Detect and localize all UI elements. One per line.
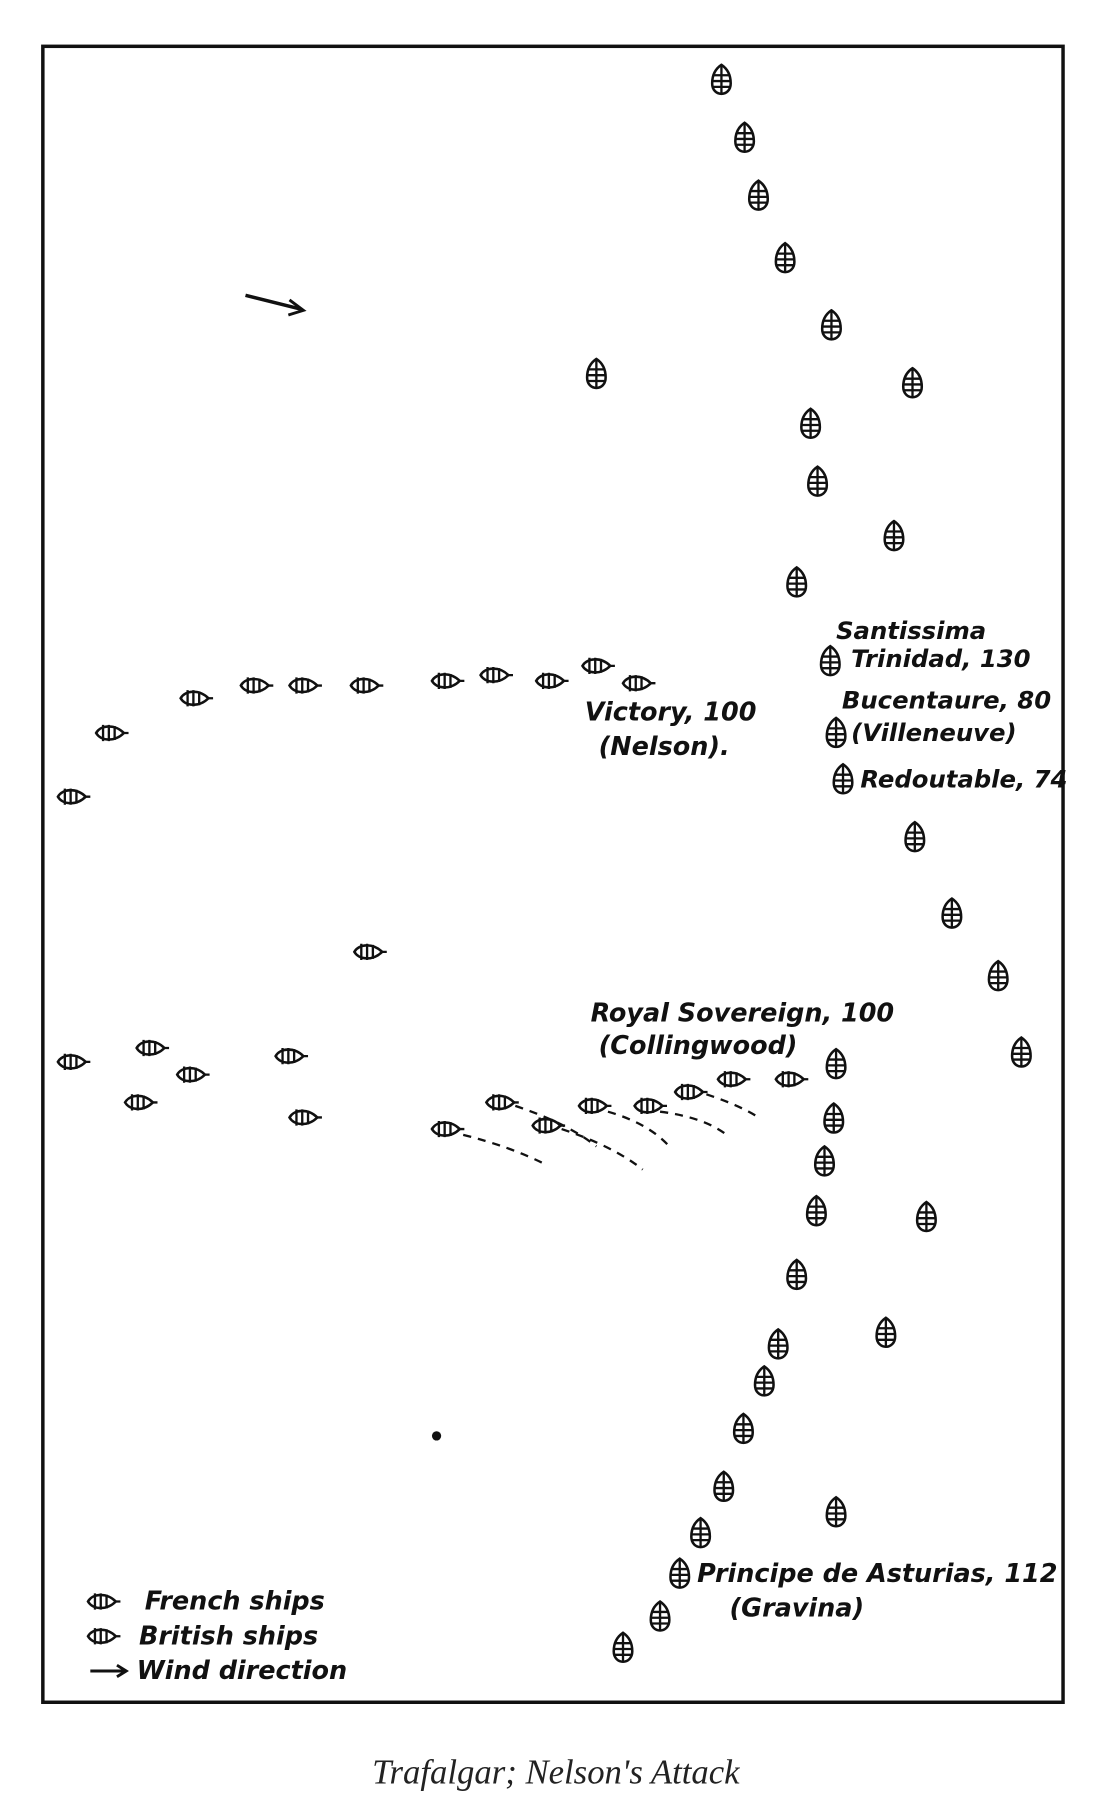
british-ship-icon: [135, 1038, 171, 1058]
british-ship-icon: [239, 676, 275, 695]
label-trinidad: Trinidad, 130: [851, 644, 1031, 673]
british-ship-icon: [288, 1108, 324, 1127]
british-ship-icon: [716, 1069, 752, 1089]
british-ship-icon: [774, 1069, 810, 1089]
british-ship-icon: [479, 665, 515, 685]
combined-fleet-ship-icon: [883, 519, 905, 552]
british-ship-icon: [86, 1626, 122, 1646]
combined-fleet-ship-icon: [901, 366, 924, 399]
british-ship-icon: [673, 1082, 709, 1102]
british-ship-icon: [353, 942, 389, 962]
british-ship-icon: [430, 671, 466, 691]
british-ship-icon: [577, 1096, 613, 1116]
combined-fleet-ship-icon: [669, 1557, 691, 1589]
british-ship-icon: [123, 1093, 159, 1112]
label-principe: Principe de Asturias, 112: [697, 1559, 1057, 1589]
label-villeneuve: (Villeneuve): [851, 718, 1016, 747]
british-ship-icon: [430, 1119, 466, 1139]
label-redoutable: Redoutable, 74: [860, 764, 1067, 793]
wind-arrow-icon: [245, 293, 307, 317]
british-ship-icon: [274, 1046, 310, 1066]
combined-fleet-ship-icon: [825, 1496, 847, 1528]
british-ship-icon: [94, 723, 130, 743]
combined-fleet-ship-icon: [747, 179, 770, 211]
combined-fleet-ship-icon: [825, 716, 847, 749]
label-bucentaure: Bucentaure, 80: [842, 686, 1051, 715]
combined-fleet-ship-icon: [734, 121, 756, 153]
combined-fleet-ship-icon: [774, 241, 796, 274]
combined-fleet-ship-icon: [767, 1328, 789, 1360]
label-gravina: (Gravina): [730, 1594, 865, 1624]
label-victory: Victory, 100: [585, 697, 757, 727]
combined-fleet-ship-icon: [813, 1145, 836, 1177]
combined-fleet-ship-icon: [786, 566, 808, 598]
combined-fleet-ship-icon: [819, 644, 841, 677]
british-ship-icon: [56, 787, 92, 807]
legend-wind: Wind direction: [137, 1656, 347, 1686]
combined-fleet-ship-icon: [875, 1316, 897, 1349]
combined-fleet-ship-icon: [825, 1047, 847, 1080]
combined-fleet-ship-icon: [987, 959, 1009, 992]
combined-fleet-ship-icon: [823, 1102, 845, 1134]
combined-fleet-ship-icon: [753, 1365, 775, 1397]
label-royal-sovereign: Royal Sovereign, 100: [591, 998, 895, 1028]
british-ship-icon: [175, 1065, 211, 1085]
combined-fleet-ship-icon: [710, 63, 732, 96]
combined-fleet-ship-icon: [612, 1631, 634, 1664]
combined-fleet-ship-icon: [800, 407, 822, 439]
british-ship-icon: [179, 688, 215, 708]
combined-fleet-ship-icon: [915, 1200, 937, 1233]
combined-fleet-ship-icon: [690, 1516, 712, 1549]
combined-fleet-ship-icon: [832, 763, 854, 795]
label-collingwood: (Collingwood): [599, 1031, 798, 1061]
british-ship-icon: [581, 656, 617, 676]
ship-wreck-dot: [431, 1431, 442, 1441]
british-ship-icon: [288, 676, 324, 695]
combined-fleet-ship-icon: [732, 1412, 754, 1445]
british-ship-icon: [56, 1052, 92, 1072]
map-caption: Trafalgar; Nelson's Attack: [372, 1752, 740, 1791]
combined-fleet-ship-icon: [807, 465, 829, 497]
combined-fleet-ship-icon: [805, 1194, 827, 1227]
british-ship-icon: [534, 671, 570, 691]
legend-british: British ships: [139, 1621, 318, 1651]
label-santissima: Santissima: [836, 616, 986, 645]
wind-arrow-legend-icon: [90, 1663, 129, 1679]
combined-fleet-ship-icon: [713, 1470, 735, 1503]
combined-fleet-ship-icon: [820, 309, 842, 341]
attack-paths: [462, 1093, 760, 1171]
combined-fleet-ship-icon: [941, 897, 963, 929]
legend-french: French ships: [145, 1587, 325, 1617]
british-fleet: [56, 656, 810, 1139]
legend: French ships British ships Wind directio…: [86, 1587, 347, 1686]
combined-fleet-ship-icon: [904, 820, 926, 853]
combined-fleet-ship-icon: [585, 357, 607, 390]
combined-fleet: [585, 63, 1032, 1664]
french-ship-icon: [86, 1592, 122, 1611]
map-frame: [41, 44, 1065, 1704]
british-ship-icon: [349, 676, 385, 695]
combined-fleet-ship-icon: [1010, 1036, 1032, 1068]
label-nelson: (Nelson).: [599, 732, 730, 762]
british-ship-icon: [621, 673, 657, 693]
combined-fleet-ship-icon: [786, 1258, 808, 1291]
combined-fleet-ship-icon: [649, 1600, 671, 1632]
british-ship-icon: [485, 1093, 521, 1112]
